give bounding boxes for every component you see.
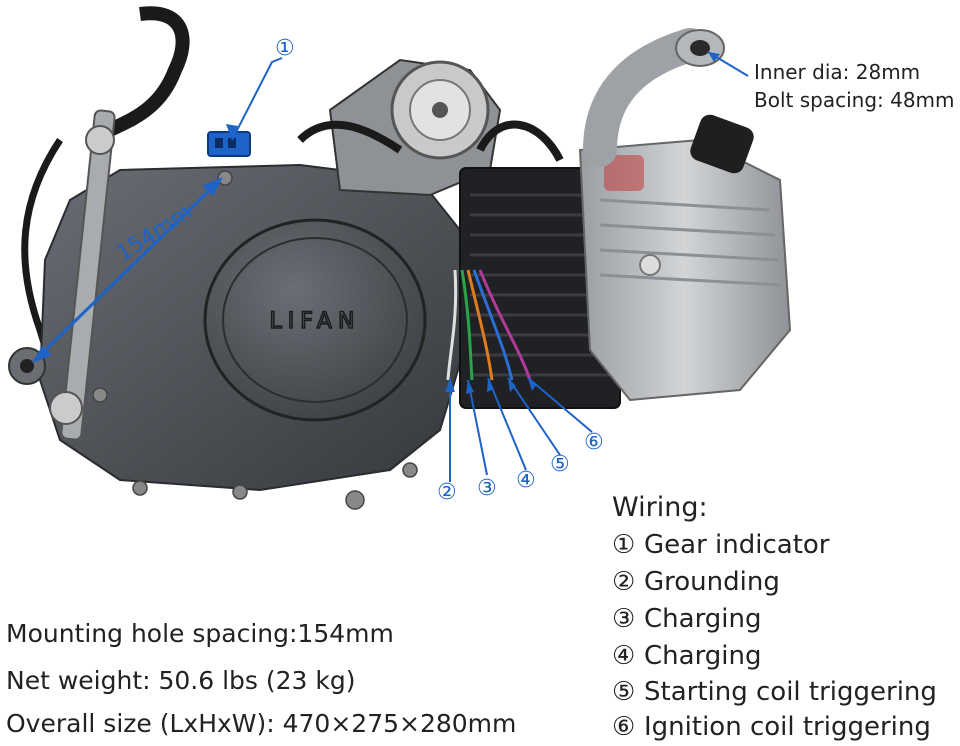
wiring-item-number: ① — [612, 530, 636, 560]
leader-4 — [487, 377, 527, 471]
wiring-item-number: ② — [612, 567, 636, 597]
wiring-item-label: Charging — [644, 604, 762, 634]
mounting-bracket — [60, 109, 116, 441]
spec-net-weight: Net weight: 50.6 lbs (23 kg) — [6, 666, 356, 695]
spark-plug — [639, 254, 661, 276]
wiring-item-label: Gear indicator — [644, 530, 830, 560]
wiring-item-number: ⑥ — [612, 712, 636, 742]
wiring-title: Wiring: — [612, 492, 708, 523]
breather-hose — [106, 6, 190, 137]
callout-1: ① — [275, 36, 295, 61]
callout-6: ⑥ — [584, 430, 604, 455]
exhaust-flange — [690, 114, 754, 174]
clutch-cover — [203, 218, 427, 422]
callout-2: ② — [437, 480, 457, 505]
wiring-item-label: Grounding — [644, 567, 780, 597]
wiring-item: ② Grounding — [612, 569, 780, 595]
inlet-inner-dia: Inner dia: 28mm — [754, 60, 921, 84]
wiring-item: ④ Charging — [612, 643, 762, 669]
brand-logo: LIFAN — [270, 309, 361, 334]
leader-1 — [231, 57, 283, 141]
wiring-item: ① Gear indicator — [612, 532, 829, 558]
wiring-item: ⑥ Ignition coil triggering — [612, 714, 931, 740]
wiring-item-number: ③ — [612, 604, 636, 634]
intake-pipe — [583, 28, 707, 167]
leader-6 — [527, 377, 593, 433]
wiring-item: ③ Charging — [612, 606, 762, 632]
callout-3: ③ — [477, 476, 497, 501]
inlet-bolt-spacing: Bolt spacing: 48mm — [754, 88, 955, 112]
leader-5 — [507, 377, 561, 456]
leader-3 — [467, 379, 488, 476]
spec-mounting-hole: Mounting hole spacing:154mm — [6, 619, 394, 648]
wiring-item-label: Ignition coil triggering — [644, 712, 931, 742]
wiring-item-number: ⑤ — [612, 677, 636, 707]
callout-5: ⑤ — [550, 452, 570, 477]
callout-4: ④ — [516, 468, 536, 493]
wiring-item-number: ④ — [612, 641, 636, 671]
wiring-item: ⑤ Starting coil triggering — [612, 679, 937, 705]
wiring-item-label: Starting coil triggering — [644, 677, 937, 707]
spec-overall-size: Overall size (LxHxW): 470×275×280mm — [6, 709, 517, 738]
dimension-line — [33, 178, 222, 362]
wiring-item-label: Charging — [644, 641, 762, 671]
